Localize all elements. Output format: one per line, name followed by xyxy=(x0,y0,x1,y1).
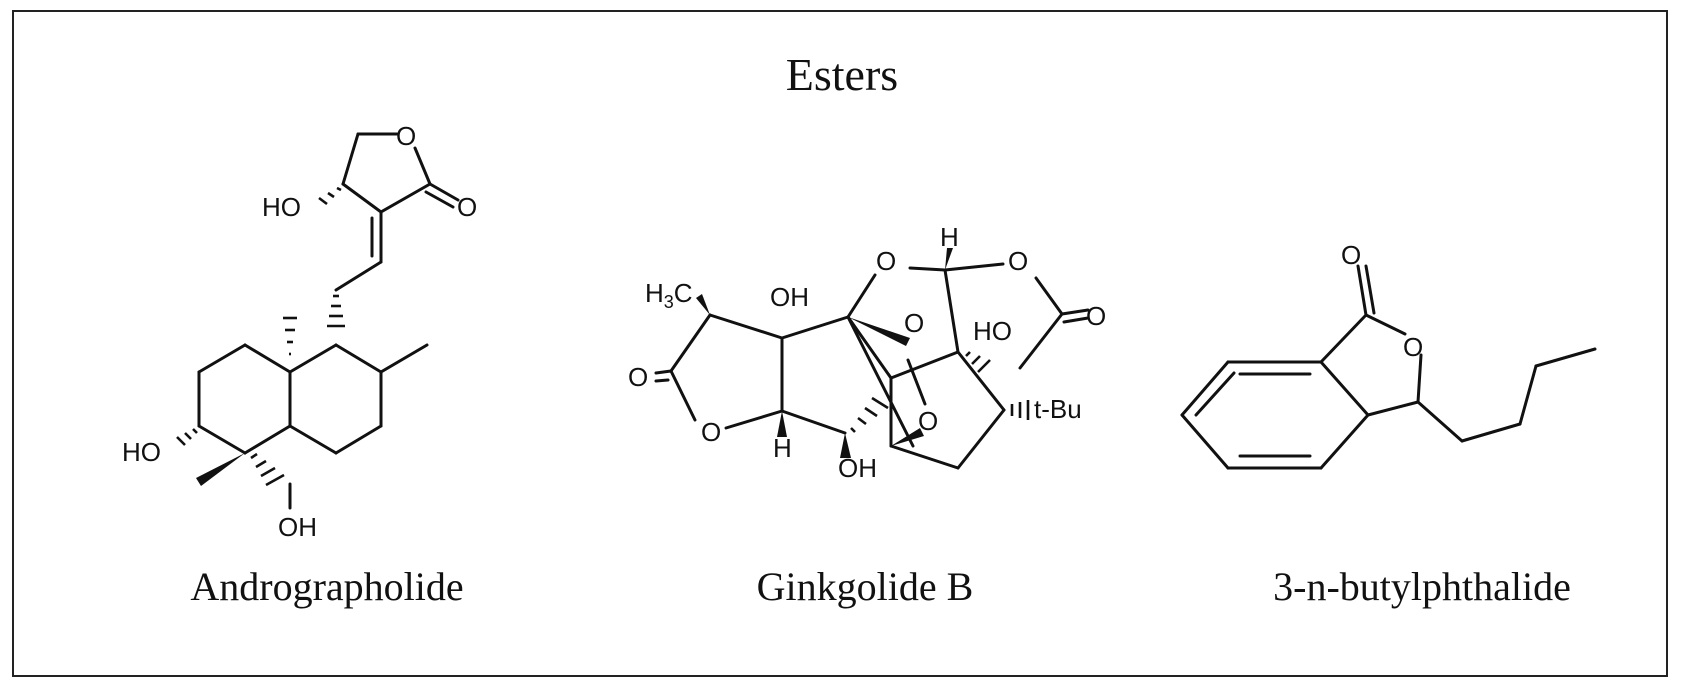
atom-label: HO xyxy=(262,192,301,222)
ginkgolide-b-structure: H3C O O H OH OH O H O O O O HO t-Bu xyxy=(628,222,1106,483)
atom-label: O xyxy=(1008,246,1028,276)
atom-label: O xyxy=(918,406,938,436)
atom-label: OH xyxy=(278,512,317,542)
atom-label: H3C xyxy=(645,278,693,312)
atom-label: O xyxy=(876,246,896,276)
atom-label: O xyxy=(701,417,721,447)
atom-label: O xyxy=(396,121,416,151)
compound-name-andrographolide: Andrographolide xyxy=(190,564,464,609)
atom-label: OH xyxy=(770,282,809,312)
atom-label: HO xyxy=(973,316,1012,346)
atom-label: O xyxy=(1341,240,1361,270)
butylphthalide-structure: O O xyxy=(1180,240,1597,470)
atom-label: O xyxy=(457,192,477,222)
atom-label: O xyxy=(628,362,648,392)
atom-label: HO xyxy=(122,437,161,467)
atom-label: t-Bu xyxy=(1034,394,1082,424)
compound-name-ginkgolide-b: Ginkgolide B xyxy=(756,564,974,609)
atom-label: H xyxy=(773,433,792,463)
atom-label: O xyxy=(1403,332,1423,362)
andrographolide-structure: O O HO HO OH xyxy=(122,121,477,542)
figure-title: Esters xyxy=(785,49,899,100)
compound-name-butylphthalide: 3-n-butylphthalide xyxy=(1273,564,1571,609)
atom-label: OH xyxy=(838,453,877,483)
figure-frame xyxy=(12,10,1668,677)
atom-label: O xyxy=(1086,301,1106,331)
atom-label: H xyxy=(940,222,959,252)
atom-label: O xyxy=(904,308,924,338)
